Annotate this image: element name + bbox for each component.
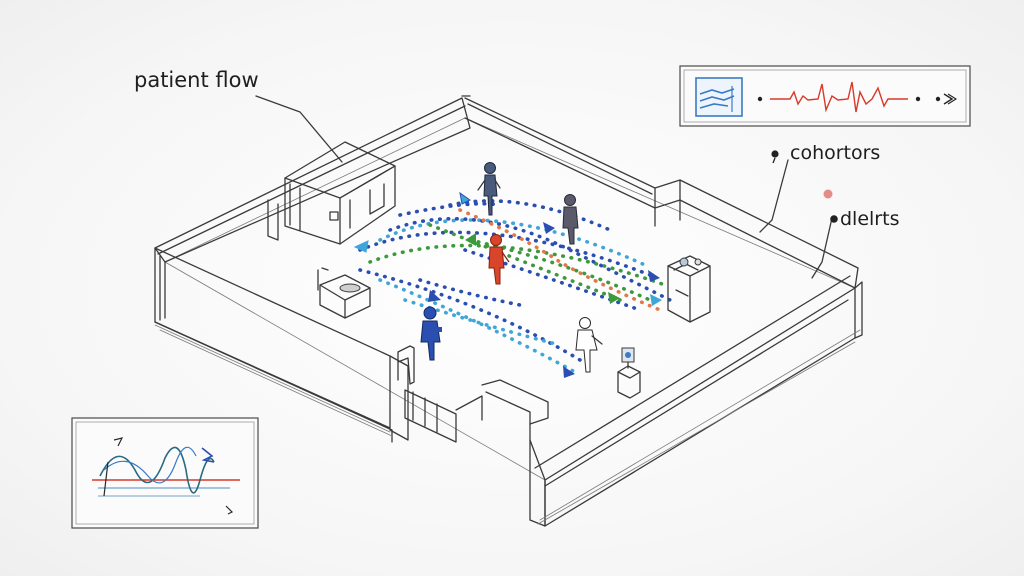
alerts-label: dlelrts <box>840 208 900 230</box>
person-icon <box>488 234 510 285</box>
waveform-chart-panel <box>71 417 259 529</box>
ecg-monitor-panel <box>679 65 971 127</box>
person-icon <box>562 194 579 245</box>
room-walls <box>154 95 863 527</box>
medical-cart-icon <box>667 255 711 323</box>
chair-icon <box>397 345 415 385</box>
ecg-waveform <box>770 81 908 113</box>
patient-flow-paths <box>358 199 672 374</box>
person-icon <box>420 306 442 361</box>
cohortors-label: cohortors <box>790 142 881 164</box>
storage-cabinet <box>267 141 396 245</box>
flow-arrows <box>353 191 662 378</box>
leader-lines <box>255 95 833 279</box>
person-icon <box>575 317 603 373</box>
waveform-chart-icon <box>92 437 240 515</box>
iv-monitor-stand-icon <box>617 347 641 399</box>
annotation-markers <box>771 150 838 223</box>
hospital-bed-icon <box>317 267 371 319</box>
person-icon <box>477 162 501 216</box>
ecg-monitor-icon <box>695 77 743 117</box>
patient-flow-label: patient flow <box>134 68 259 92</box>
